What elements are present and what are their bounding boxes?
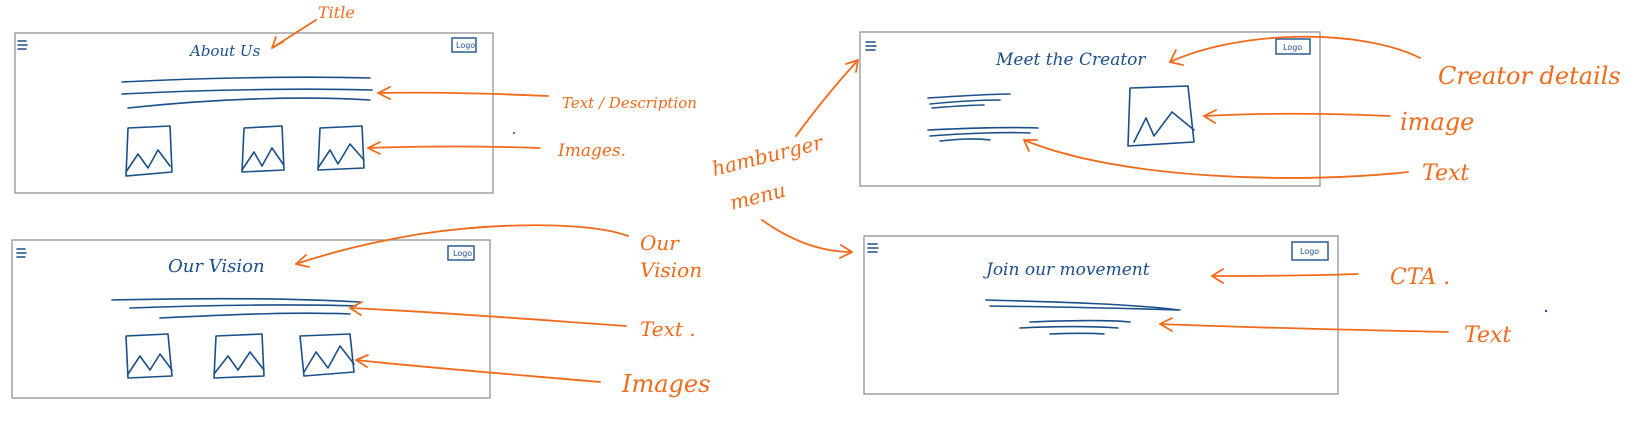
description-lines bbox=[121, 76, 373, 109]
arrowhead bbox=[367, 141, 381, 155]
join-text-lines bbox=[985, 299, 1181, 335]
annotation-our: Our bbox=[640, 231, 680, 255]
join-movement-frame bbox=[863, 235, 1339, 395]
meet-creator-frame bbox=[859, 31, 1321, 187]
join-movement-wireframe: Join our movement Logo bbox=[863, 235, 1339, 395]
annotation-text-join: Text bbox=[1464, 323, 1511, 348]
arrowhead bbox=[1159, 317, 1173, 332]
hamburger-icon bbox=[865, 41, 877, 51]
arrow bbox=[295, 224, 629, 265]
arrow bbox=[1211, 273, 1359, 277]
arrow bbox=[795, 59, 859, 137]
image-placeholder bbox=[241, 125, 285, 173]
logo-label: Logo bbox=[453, 249, 472, 258]
arrowhead bbox=[349, 301, 363, 316]
arrowhead bbox=[377, 86, 391, 100]
image-placeholder bbox=[125, 333, 173, 379]
logo-label: Logo bbox=[456, 41, 475, 50]
arrow bbox=[1169, 35, 1421, 63]
stray-dot bbox=[1544, 309, 1548, 313]
logo-box: Logo bbox=[451, 37, 477, 53]
stray-dot bbox=[513, 132, 515, 134]
join-movement-title: Join our movement bbox=[983, 260, 1150, 280]
arrow bbox=[355, 359, 601, 383]
image-placeholder bbox=[125, 125, 173, 177]
arrowhead bbox=[1203, 109, 1217, 124]
about-us-title: About Us bbox=[188, 42, 261, 60]
annotation-cta: CTA . bbox=[1390, 265, 1450, 290]
logo-label: Logo bbox=[1283, 43, 1302, 52]
hamburger-icon bbox=[17, 40, 28, 50]
arrowhead bbox=[1169, 49, 1184, 66]
arrow bbox=[377, 91, 549, 97]
our-vision-frame bbox=[11, 239, 491, 399]
annotation-text-description: Text / Description bbox=[562, 94, 697, 112]
arrow bbox=[349, 307, 627, 327]
arrow bbox=[367, 145, 541, 149]
arrowhead bbox=[1023, 139, 1038, 152]
creator-text-lines bbox=[927, 93, 1039, 142]
annotation-images: Images. bbox=[557, 141, 626, 161]
image-placeholder bbox=[317, 125, 365, 171]
annotations-layer: Title Text / Description Images. Our Vis… bbox=[271, 3, 1621, 398]
arrow bbox=[1203, 112, 1391, 117]
creator-image-placeholder bbox=[1127, 85, 1195, 147]
arrow bbox=[761, 219, 853, 253]
about-us-frame bbox=[14, 32, 494, 194]
logo-box: Logo bbox=[1275, 38, 1311, 55]
arrowhead bbox=[845, 59, 859, 73]
arrowhead bbox=[355, 354, 369, 368]
annotation-hamburger: hamburger bbox=[709, 130, 826, 181]
annotation-creator-details: Creator details bbox=[1438, 62, 1621, 90]
image-placeholder bbox=[213, 333, 265, 379]
about-us-wireframe: About Us Logo bbox=[14, 32, 494, 194]
arrow bbox=[1159, 323, 1449, 333]
annotation-title: Title bbox=[318, 3, 355, 22]
arrowhead bbox=[1211, 268, 1224, 284]
annotation-text-creator: Text bbox=[1422, 161, 1469, 186]
our-vision-title: Our Vision bbox=[168, 256, 265, 277]
annotation-vision: Vision bbox=[640, 258, 702, 282]
meet-creator-wireframe: Meet the Creator Logo bbox=[859, 31, 1321, 187]
arrowhead bbox=[839, 244, 853, 259]
arrow bbox=[1023, 139, 1409, 179]
hamburger-icon bbox=[867, 243, 879, 253]
logo-box: Logo bbox=[1291, 241, 1329, 261]
hamburger-icon bbox=[16, 248, 27, 258]
meet-creator-title: Meet the Creator bbox=[995, 50, 1146, 70]
logo-label: Logo bbox=[1300, 247, 1319, 256]
arrowhead bbox=[271, 36, 284, 49]
arrowhead bbox=[295, 254, 310, 268]
image-placeholder bbox=[299, 333, 355, 377]
annotation-image: image bbox=[1400, 108, 1474, 136]
annotation-menu: menu bbox=[727, 178, 788, 215]
logo-box: Logo bbox=[447, 245, 475, 261]
our-vision-wireframe: Our Vision Logo bbox=[11, 239, 491, 399]
annotation-text: Text . bbox=[640, 317, 696, 341]
description-lines bbox=[111, 297, 361, 319]
annotation-images-vision: Images bbox=[621, 370, 710, 398]
